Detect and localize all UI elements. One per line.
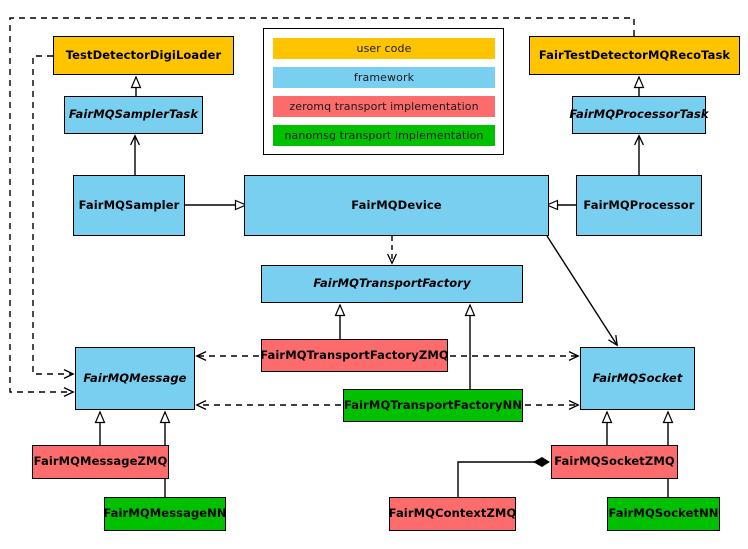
- legend-label-framework: framework: [353, 71, 415, 84]
- class-node-fairmqtransportfactoryzmq[interactable]: FairMQTransportFactoryZMQ: [260, 339, 449, 372]
- class-label-testdetectordigiloader: TestDetectorDigiLoader: [65, 47, 222, 62]
- class-node-fairmqtransportfactory[interactable]: FairMQTransportFactory: [261, 265, 523, 303]
- class-label-fairmqmessagenn: FairMQMessageNN: [103, 506, 227, 521]
- class-node-fairmqsamplertask[interactable]: FairMQSamplerTask: [64, 96, 203, 134]
- class-node-fairmqsocketzmq[interactable]: FairMQSocketZMQ: [551, 445, 678, 479]
- legend-label-nanomsg: nanomsg transport implementation: [284, 129, 484, 142]
- class-label-fairmqprocessor: FairMQProcessor: [583, 197, 695, 212]
- class-node-fairmqsampler[interactable]: FairMQSampler: [73, 175, 185, 236]
- class-node-fairmqmessagenn[interactable]: FairMQMessageNN: [103, 497, 227, 531]
- class-label-fairmqtransportfactory: FairMQTransportFactory: [313, 276, 471, 291]
- class-node-fairmqcontextzmq[interactable]: FairMQContextZMQ: [389, 497, 516, 531]
- class-label-fairmqmessage: FairMQMessage: [83, 370, 187, 385]
- class-label-fairmqprocessortask: FairMQProcessorTask: [569, 107, 709, 122]
- class-node-fairmqprocessor[interactable]: FairMQProcessor: [576, 175, 702, 236]
- legend-item-zeromq: zeromq transport implementation: [273, 96, 495, 117]
- class-label-fairmqdevice: FairMQDevice: [351, 197, 442, 212]
- legend-item-framework: framework: [273, 67, 495, 88]
- legend-label-user-code: user code: [356, 42, 412, 55]
- class-label-fairmqtransportfactoryzmq: FairMQTransportFactoryZMQ: [260, 347, 449, 362]
- class-label-fairtestdetectormqrecotask: FairTestDetectorMQRecoTask: [538, 47, 731, 62]
- legend: user code framework zeromq transport imp…: [263, 28, 504, 155]
- legend-item-nanomsg: nanomsg transport implementation: [273, 125, 495, 146]
- class-label-fairmqsamplertask: FairMQSamplerTask: [68, 107, 199, 122]
- class-node-fairmqdevice[interactable]: FairMQDevice: [244, 175, 549, 236]
- legend-label-zeromq: zeromq transport implementation: [289, 100, 479, 113]
- class-label-fairmqsocketzmq: FairMQSocketZMQ: [554, 454, 675, 469]
- class-node-fairmqsocketnn[interactable]: FairMQSocketNN: [607, 497, 720, 531]
- class-node-fairmqprocessortask[interactable]: FairMQProcessorTask: [569, 96, 709, 134]
- class-label-fairmqcontextzmq: FairMQContextZMQ: [388, 506, 517, 521]
- class-node-fairtestdetectormqrecotask[interactable]: FairTestDetectorMQRecoTask: [529, 36, 740, 75]
- class-node-fairmqtransportfactorynn[interactable]: FairMQTransportFactoryNN: [343, 389, 523, 422]
- edge-device-socket: [546, 235, 617, 345]
- edge-socketzmq-contextzmq: [457, 457, 550, 497]
- class-node-fairmqmessage[interactable]: FairMQMessage: [75, 347, 195, 410]
- class-label-fairmqsampler: FairMQSampler: [78, 197, 180, 212]
- edge-recotask-message: [9, 17, 635, 392]
- class-node-fairmqsocket[interactable]: FairMQSocket: [580, 347, 695, 410]
- class-node-fairmqmessagezmq[interactable]: FairMQMessageZMQ: [32, 445, 169, 479]
- class-node-testdetectordigiloader[interactable]: TestDetectorDigiLoader: [53, 36, 234, 75]
- class-label-fairmqtransportfactorynn: FairMQTransportFactoryNN: [343, 397, 523, 412]
- class-label-fairmqmessagezmq: FairMQMessageZMQ: [33, 454, 168, 469]
- class-label-fairmqsocketnn: FairMQSocketNN: [608, 506, 719, 521]
- class-label-fairmqsocket: FairMQSocket: [592, 370, 683, 385]
- legend-item-user-code: user code: [273, 38, 495, 59]
- edge-digiloader-message: [32, 55, 73, 374]
